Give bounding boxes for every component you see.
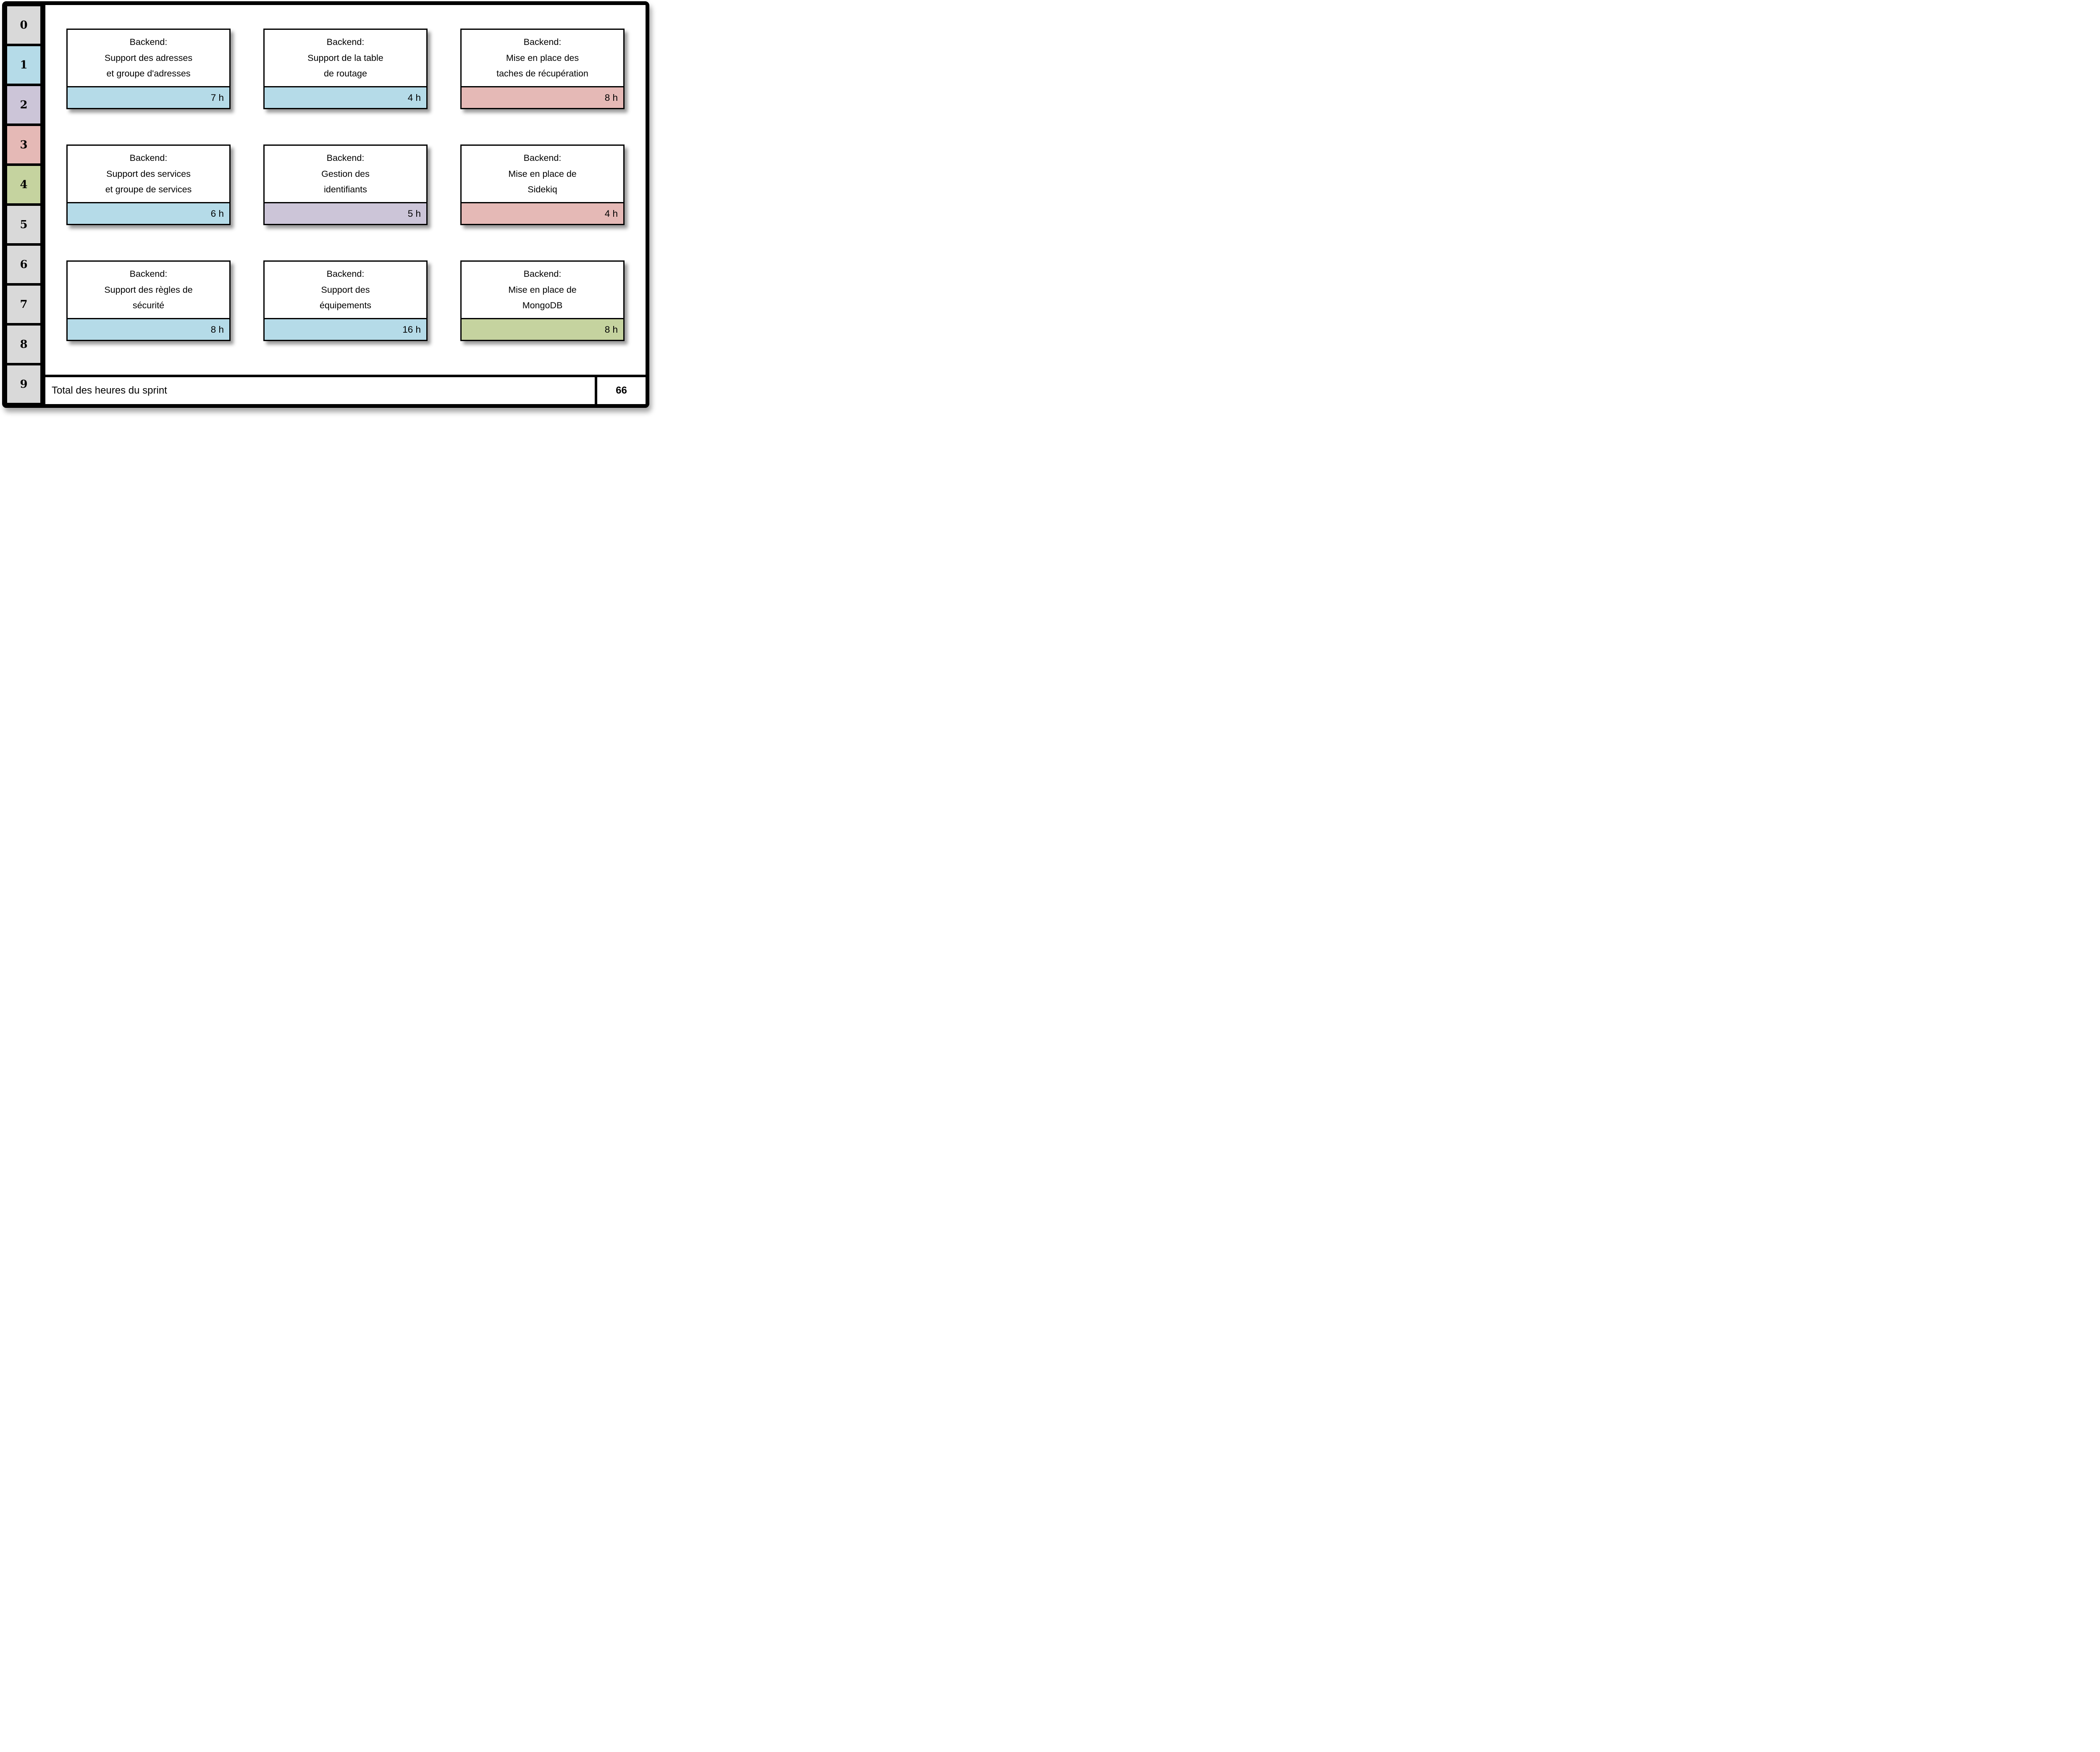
- task-card-5: Backend: Gestion des identifiants 5 h: [263, 144, 428, 225]
- task-card-title-line: et groupe d'adresses: [106, 68, 191, 79]
- task-card-title-line: Backend:: [129, 268, 168, 279]
- board-content: Backend: Support des adresses et groupe …: [45, 5, 646, 404]
- task-hours: 16 h: [402, 324, 421, 335]
- row-index-column: 0 1 2 3 4 5 6 7 8 9: [6, 5, 45, 404]
- task-hours-bar: 6 h: [68, 202, 229, 224]
- task-hours-bar: 8 h: [68, 318, 229, 340]
- task-card-title: Backend: Support des services et groupe …: [68, 146, 229, 202]
- task-card-title-line: Backend:: [523, 268, 562, 279]
- row-index-cell-0: 0: [7, 6, 40, 44]
- task-card-title-line: de routage: [324, 68, 367, 79]
- row-index-cell-5: 5: [7, 206, 40, 243]
- task-card-title-line: Backend:: [326, 152, 365, 163]
- task-hours-bar: 5 h: [265, 202, 426, 224]
- task-card-title: Backend: Support des équipements: [265, 262, 426, 318]
- task-card-title-line: Sidekiq: [528, 184, 557, 195]
- task-card-title-line: Support des services: [106, 168, 191, 179]
- task-card-title-line: Mise en place de: [508, 284, 577, 295]
- task-card-title-line: sécurité: [132, 300, 165, 311]
- task-card-title: Backend: Support des adresses et groupe …: [68, 30, 229, 86]
- task-card-8: Backend: Support des équipements 16 h: [263, 260, 428, 341]
- task-hours-bar: 16 h: [265, 318, 426, 340]
- task-card-3: Backend: Mise en place des taches de réc…: [460, 29, 625, 109]
- task-card-title-line: identifiants: [324, 184, 367, 195]
- task-card-title: Backend: Mise en place de Sidekiq: [462, 146, 623, 202]
- sprint-total-row: Total des heures du sprint 66: [45, 375, 646, 404]
- row-index-cell-1: 1: [7, 46, 40, 84]
- task-hours-bar: 8 h: [462, 86, 623, 108]
- task-card-1: Backend: Support des adresses et groupe …: [66, 29, 231, 109]
- sprint-board-figure: 0 1 2 3 4 5 6 7 8 9 Backend: Support des…: [0, 0, 649, 408]
- task-hours-bar: 7 h: [68, 86, 229, 108]
- task-card-title: Backend: Mise en place des taches de réc…: [462, 30, 623, 86]
- task-hours: 8 h: [604, 324, 618, 335]
- task-card-grid: Backend: Support des adresses et groupe …: [45, 5, 646, 375]
- row-index-cell-2: 2: [7, 86, 40, 123]
- row-index-cell-9: 9: [7, 365, 40, 403]
- task-card-7: Backend: Support des règles de sécurité …: [66, 260, 231, 341]
- task-card-title-line: équipements: [319, 300, 372, 311]
- task-card-4: Backend: Support des services et groupe …: [66, 144, 231, 225]
- task-card-title-line: MongoDB: [522, 300, 563, 311]
- task-hours: 7 h: [210, 92, 224, 103]
- task-card-title-line: taches de récupération: [496, 68, 588, 79]
- row-index-cell-4: 4: [7, 166, 40, 203]
- task-card-9: Backend: Mise en place de MongoDB 8 h: [460, 260, 625, 341]
- board-frame: 0 1 2 3 4 5 6 7 8 9 Backend: Support des…: [2, 1, 649, 408]
- row-index-cell-6: 6: [7, 246, 40, 283]
- row-index-cell-3: 3: [7, 126, 40, 163]
- task-card-title-line: Mise en place des: [506, 53, 579, 63]
- task-hours: 4 h: [407, 92, 421, 103]
- task-card-title-line: Support des: [321, 284, 370, 295]
- task-hours: 6 h: [210, 208, 224, 219]
- task-card-title-line: Backend:: [523, 37, 562, 47]
- task-card-title-line: Backend:: [523, 152, 562, 163]
- task-hours-bar: 8 h: [462, 318, 623, 340]
- sprint-total-value: 66: [595, 377, 646, 404]
- task-card-title-line: Support des règles de: [104, 284, 193, 295]
- task-card-title: Backend: Mise en place de MongoDB: [462, 262, 623, 318]
- task-card-6: Backend: Mise en place de Sidekiq 4 h: [460, 144, 625, 225]
- task-card-title-line: Backend:: [326, 37, 365, 47]
- row-index-cell-7: 7: [7, 286, 40, 323]
- task-card-2: Backend: Support de la table de routage …: [263, 29, 428, 109]
- task-card-title-line: Support des adresses: [104, 53, 193, 63]
- sprint-total-label: Total des heures du sprint: [52, 385, 167, 396]
- task-hours: 5 h: [407, 208, 421, 219]
- task-card-title-line: Support de la table: [307, 53, 383, 63]
- task-hours-bar: 4 h: [265, 86, 426, 108]
- task-hours: 8 h: [604, 92, 618, 103]
- task-card-title-line: Backend:: [129, 152, 168, 163]
- task-card-title: Backend: Support de la table de routage: [265, 30, 426, 86]
- task-hours: 4 h: [604, 208, 618, 219]
- task-card-title-line: Mise en place de: [508, 168, 577, 179]
- task-card-title: Backend: Support des règles de sécurité: [68, 262, 229, 318]
- task-hours-bar: 4 h: [462, 202, 623, 224]
- task-card-title-line: Backend:: [326, 268, 365, 279]
- row-index-cell-8: 8: [7, 326, 40, 363]
- task-card-title-line: et groupe de services: [105, 184, 192, 195]
- task-card-title-line: Backend:: [129, 37, 168, 47]
- task-hours: 8 h: [210, 324, 224, 335]
- task-card-title: Backend: Gestion des identifiants: [265, 146, 426, 202]
- task-card-title-line: Gestion des: [321, 168, 370, 179]
